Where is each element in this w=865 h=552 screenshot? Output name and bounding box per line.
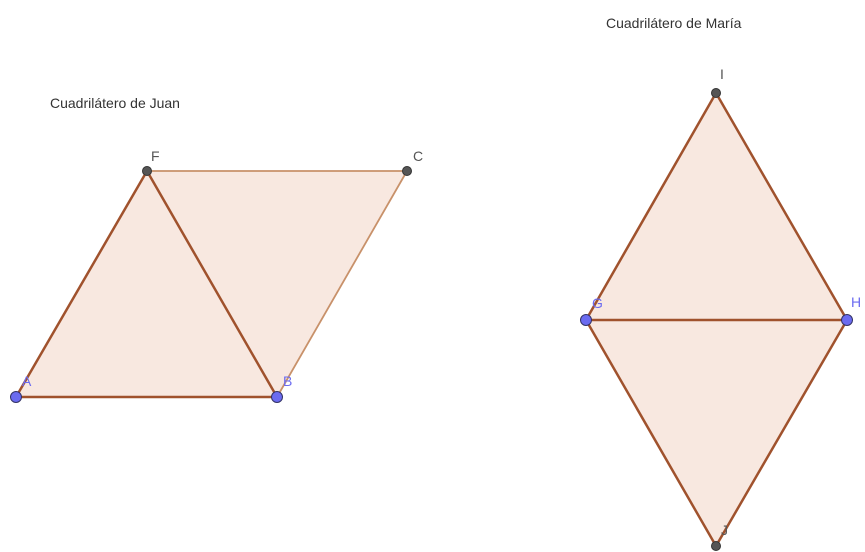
point-b-label: B (283, 373, 292, 389)
point-c[interactable] (402, 166, 412, 176)
figure-maria: Cuadrilátero de María G H I J (580, 15, 861, 551)
triangle-fcb-fill (147, 171, 407, 397)
triangle-afb-fill (16, 171, 277, 397)
figure-juan: Cuadrilátero de Juan A B C F (10, 95, 423, 403)
point-c-label: C (413, 148, 423, 164)
figure-maria-title: Cuadrilátero de María (606, 15, 742, 31)
point-i-label: I (720, 66, 724, 82)
segment-gj[interactable] (584, 318, 718, 548)
segment-cb[interactable] (276, 170, 408, 398)
point-f[interactable] (142, 166, 152, 176)
point-j[interactable] (711, 541, 721, 551)
point-f-label: F (151, 148, 160, 164)
segment-hj[interactable] (714, 318, 849, 548)
point-i[interactable] (711, 88, 721, 98)
segment-gi[interactable] (584, 91, 718, 322)
triangle-ghi-fill (586, 93, 847, 320)
point-h-label: H (851, 294, 861, 310)
segment-ih[interactable] (714, 91, 849, 322)
point-j-label: J (721, 522, 728, 538)
triangle-ghj-fill (586, 320, 847, 546)
point-a-label: A (22, 373, 32, 389)
figure-juan-title: Cuadrilátero de Juan (50, 95, 180, 111)
point-h[interactable] (841, 314, 853, 326)
point-g[interactable] (580, 314, 592, 326)
point-g-label: G (592, 295, 603, 311)
segment-fb[interactable] (145, 169, 279, 399)
point-b[interactable] (271, 391, 283, 403)
segment-af[interactable] (14, 169, 149, 399)
point-a[interactable] (10, 391, 22, 403)
